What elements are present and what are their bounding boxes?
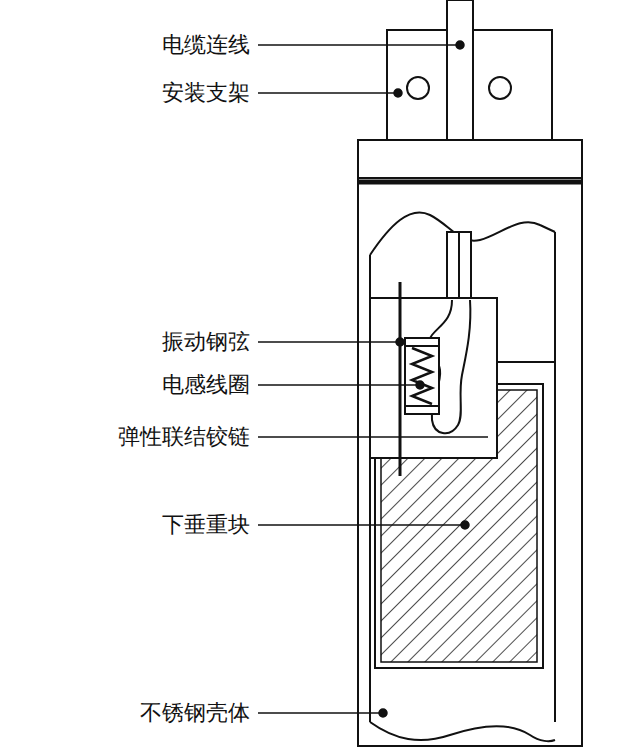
vibrating-string [399, 282, 402, 476]
coil [405, 338, 439, 414]
part-label: 不锈钢壳体 [140, 700, 250, 726]
cable [447, 0, 473, 140]
leader-lines [258, 41, 488, 717]
shell [358, 140, 582, 746]
part-label: 安装支架 [162, 80, 250, 106]
part-label: 弹性联结铰链 [118, 424, 250, 450]
part-label: 电感线圈 [162, 372, 250, 398]
part-label: 下垂重块 [162, 512, 250, 538]
upper-frame [370, 298, 497, 458]
part-label: 电缆连线 [162, 32, 250, 58]
part-label: 振动钢弦 [162, 329, 250, 355]
